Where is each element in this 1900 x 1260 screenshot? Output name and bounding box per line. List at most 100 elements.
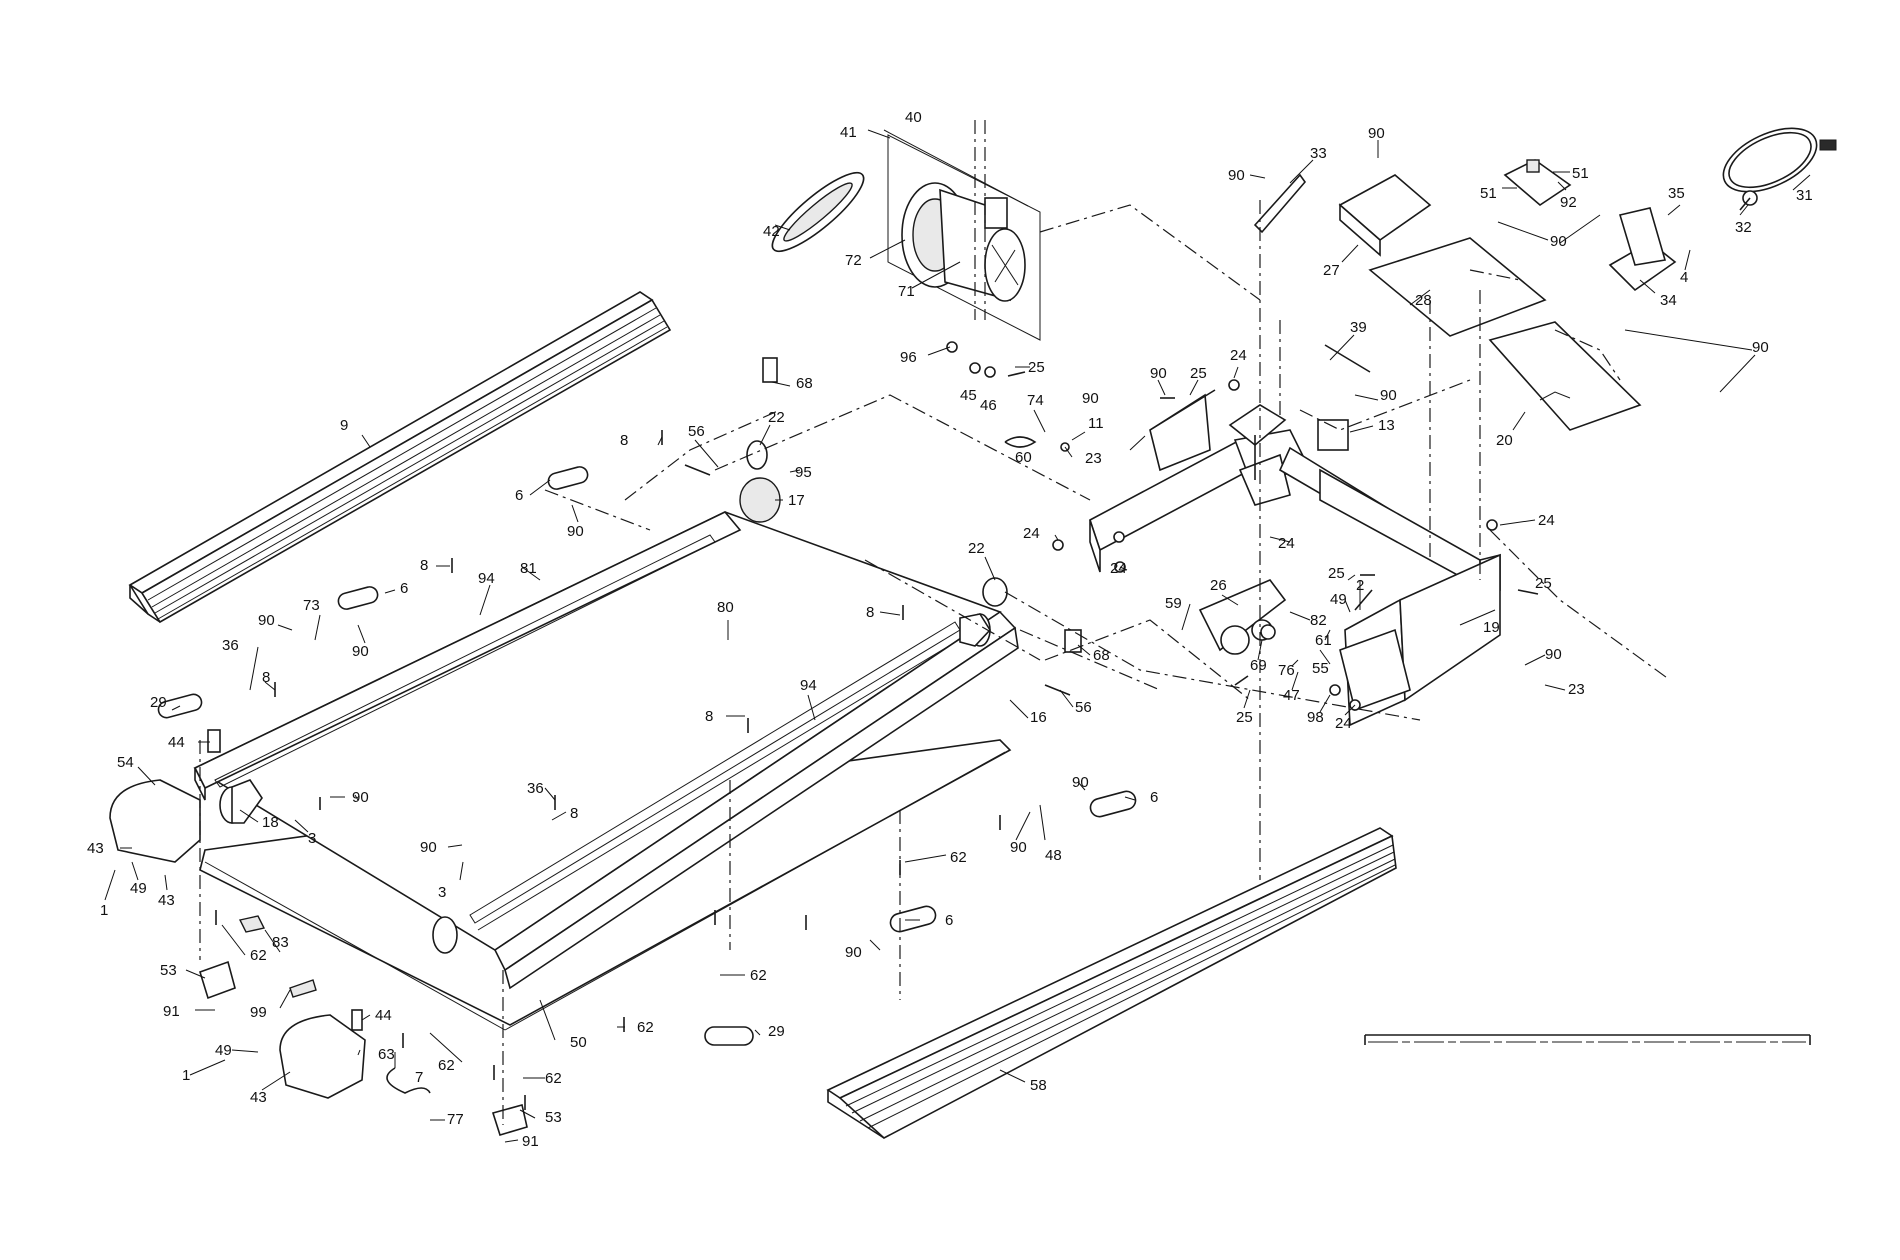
label-56b: 56 — [1075, 699, 1092, 716]
label-71: 71 — [898, 283, 915, 300]
label-53b: 53 — [545, 1109, 562, 1126]
label-60: 60 — [1015, 449, 1032, 466]
hood — [1488, 321, 1642, 431]
label-90c: 90 — [258, 612, 275, 629]
label-8f: 8 — [570, 805, 578, 822]
bracket-33 — [1253, 173, 1307, 234]
label-9: 9 — [340, 417, 348, 434]
drive-belt — [771, 171, 865, 253]
label-36b: 36 — [527, 780, 544, 797]
label-3b: 3 — [438, 884, 446, 901]
label-68a: 68 — [796, 375, 813, 392]
label-91a: 91 — [163, 1003, 180, 1020]
part-labels: 40 41 42 72 71 96 45 46 25 74 60 11 90 6… — [87, 109, 1813, 1150]
label-1b: 1 — [182, 1067, 190, 1084]
title-block — [1364, 1034, 1811, 1045]
label-39: 39 — [1350, 319, 1367, 336]
label-35: 35 — [1668, 185, 1685, 202]
pulley-22a — [746, 440, 768, 470]
label-90k: 90 — [1368, 125, 1385, 142]
label-90b: 90 — [567, 523, 584, 540]
label-94b: 94 — [800, 677, 817, 694]
label-28: 28 — [1415, 292, 1432, 309]
foot-53a — [199, 960, 236, 1000]
label-40: 40 — [905, 109, 922, 126]
label-62d: 62 — [637, 1019, 654, 1036]
label-90d: 90 — [352, 643, 369, 660]
label-90l: 90 — [1550, 233, 1567, 250]
label-51a: 51 — [1480, 185, 1497, 202]
front-hood — [109, 779, 366, 1099]
label-73: 73 — [303, 597, 320, 614]
label-25b: 25 — [1190, 365, 1207, 382]
label-77: 77 — [447, 1111, 464, 1128]
label-27: 27 — [1323, 262, 1340, 279]
label-23b: 23 — [1568, 681, 1585, 698]
label-11: 11 — [1088, 415, 1104, 432]
label-29a: 29 — [150, 694, 167, 711]
hardware — [215, 341, 1539, 1110]
label-94a: 94 — [478, 570, 495, 587]
label-80: 80 — [717, 599, 734, 616]
label-90g: 90 — [1072, 774, 1089, 791]
label-90p: 90 — [1545, 646, 1562, 663]
label-43a: 43 — [87, 840, 104, 857]
label-81: 81 — [520, 560, 537, 577]
label-6c: 6 — [1150, 789, 1158, 806]
label-44b: 44 — [375, 1007, 392, 1024]
label-98: 98 — [1307, 709, 1324, 726]
label-6a: 6 — [515, 487, 523, 504]
drive-motor — [883, 120, 1041, 341]
label-92: 92 — [1560, 194, 1577, 211]
label-8e: 8 — [705, 708, 713, 725]
label-6d: 6 — [945, 912, 953, 929]
label-59: 59 — [1165, 595, 1182, 612]
label-29b: 29 — [768, 1023, 785, 1040]
leader-lines — [104, 129, 1811, 1143]
label-8d: 8 — [866, 604, 874, 621]
label-53a: 53 — [160, 962, 177, 979]
label-23a: 23 — [1085, 450, 1102, 467]
label-24b: 24 — [1023, 525, 1040, 542]
label-32: 32 — [1735, 219, 1752, 236]
label-20: 20 — [1496, 432, 1513, 449]
assembly-lines — [199, 200, 1671, 1125]
label-54: 54 — [117, 754, 134, 771]
label-90o: 90 — [1380, 387, 1397, 404]
label-8b: 8 — [420, 557, 428, 574]
label-62a: 62 — [950, 849, 967, 866]
label-90e: 90 — [352, 789, 369, 806]
label-51b: 51 — [1572, 165, 1589, 182]
label-56a: 56 — [688, 423, 705, 440]
label-90a: 90 — [1082, 390, 1099, 407]
label-22b: 22 — [968, 540, 985, 557]
label-8a: 8 — [620, 432, 628, 449]
label-16: 16 — [1030, 709, 1047, 726]
right-side-rail — [826, 827, 1397, 1139]
label-43b: 43 — [158, 892, 175, 909]
label-44a: 44 — [168, 734, 185, 751]
label-61: 61 — [1315, 632, 1332, 649]
label-69: 69 — [1250, 657, 1267, 674]
label-25a: 25 — [1028, 359, 1045, 376]
label-63: 63 — [378, 1046, 395, 1063]
label-19: 19 — [1483, 619, 1500, 636]
label-26: 26 — [1210, 577, 1227, 594]
label-96: 96 — [900, 349, 917, 366]
label-62b: 62 — [750, 967, 767, 984]
label-45: 45 — [960, 387, 977, 404]
label-90f: 90 — [420, 839, 437, 856]
label-22a: 22 — [768, 409, 785, 426]
label-7: 7 — [415, 1069, 423, 1086]
label-48: 48 — [1045, 847, 1062, 864]
label-76: 76 — [1278, 662, 1295, 679]
left-side-rail — [128, 291, 672, 624]
label-49a: 49 — [130, 880, 147, 897]
label-36a: 36 — [222, 637, 239, 654]
label-90m: 90 — [1752, 339, 1769, 356]
pulley-22b — [982, 577, 1008, 607]
label-34: 34 — [1660, 292, 1677, 309]
label-90h: 90 — [1010, 839, 1027, 856]
transformer — [1317, 419, 1349, 451]
label-4: 4 — [1680, 269, 1688, 286]
